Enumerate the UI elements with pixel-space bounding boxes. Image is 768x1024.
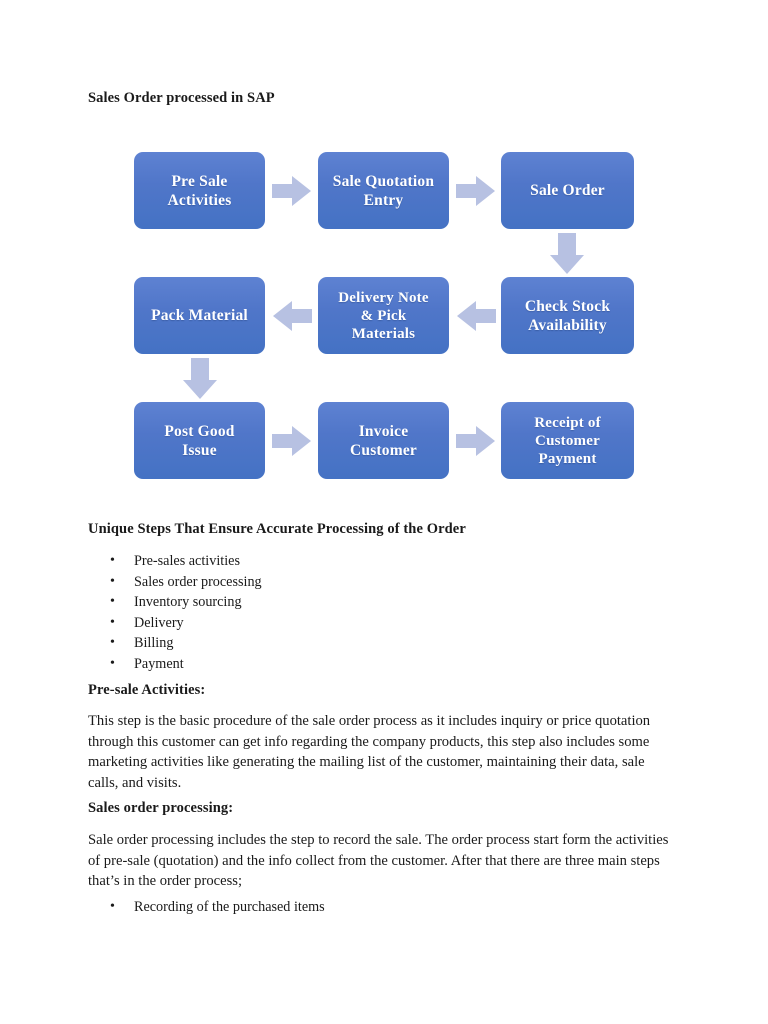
flow-node-invoice-customer[interactable]: Invoice Customer [318, 402, 449, 479]
flow-node-label: Sale Quotation Entry [332, 172, 435, 209]
flow-node-label: Delivery Note & Pick Materials [338, 289, 429, 342]
sales-order-processing-list-wrap: • Recording of the purchased items [88, 897, 674, 918]
flow-node-label: Invoice Customer [349, 422, 418, 459]
flow-node-pack-material[interactable]: Pack Material [134, 277, 265, 354]
list-item-label: Billing [134, 635, 174, 651]
pre-sale-activities-heading: Pre-sale Activities: [88, 682, 206, 698]
bullet-icon: • [110, 635, 115, 650]
arrow-left-check-stock-to-delivery-note [456, 300, 496, 332]
flow-node-label: Pack Material [151, 307, 248, 324]
sap-sales-order-flowchart: Pre Sale Activities Sale Quotation Entry… [134, 152, 634, 479]
arrow-right-post-good-issue-to-invoice [272, 425, 312, 457]
list-item-label: Inventory sourcing [134, 594, 242, 610]
page-title: Sales Order processed in SAP [88, 90, 275, 106]
arrow-left-delivery-note-to-pack-material [272, 300, 312, 332]
bullet-icon: • [110, 594, 115, 609]
sales-order-processing-paragraph-wrap: Sale order processing includes the step … [88, 830, 674, 892]
sales-order-processing-heading: Sales order processing: [88, 800, 234, 816]
flow-node-label: Receipt of Customer Payment [534, 414, 601, 467]
list-item: • Pre-sales activities [88, 551, 674, 572]
unique-steps-list: • Pre-sales activities • Sales order pro… [88, 551, 674, 674]
flow-node-label: Sale Order [530, 182, 605, 199]
unique-steps-section: Unique Steps That Ensure Accurate Proces… [88, 521, 674, 538]
list-item-label: Delivery [134, 614, 184, 631]
list-item-label: Recording of the purchased items [134, 899, 325, 915]
unique-steps-list-wrap: • Pre-sales activities • Sales order pro… [88, 551, 674, 674]
bullet-icon: • [110, 655, 115, 671]
list-item: • Delivery [88, 613, 674, 634]
flow-node-sale-quotation-entry[interactable]: Sale Quotation Entry [318, 152, 449, 229]
unique-steps-heading: Unique Steps That Ensure Accurate Proces… [88, 521, 466, 537]
arrow-right-quotation-to-sale-order [456, 175, 496, 207]
flow-node-check-stock-availability[interactable]: Check Stock Availability [501, 277, 634, 354]
arrow-right-pre-sale-to-quotation [272, 175, 312, 207]
flow-node-label: Pre Sale Activities [167, 172, 232, 209]
arrow-down-pack-material-to-post-good-issue [182, 358, 218, 400]
sales-order-processing-paragraph: Sale order processing includes the step … [88, 832, 669, 890]
pre-sale-activities-paragraph-wrap: This step is the basic procedure of the … [88, 711, 674, 793]
sales-order-processing-list: • Recording of the purchased items [88, 897, 674, 918]
list-item-label: Payment [134, 655, 184, 672]
flow-node-post-good-issue[interactable]: Post Good Issue [134, 402, 265, 479]
list-item: • Sales order processing [88, 572, 674, 593]
flow-node-receipt-of-customer-payment[interactable]: Receipt of Customer Payment [501, 402, 634, 479]
flow-node-sale-order[interactable]: Sale Order [501, 152, 634, 229]
bullet-icon: • [110, 614, 115, 630]
list-item-label: Pre-sales activities [134, 553, 240, 569]
list-item: • Recording of the purchased items [88, 897, 674, 918]
flow-node-pre-sale-activities[interactable]: Pre Sale Activities [134, 152, 265, 229]
flow-node-label: Post Good Issue [164, 422, 235, 459]
list-item: • Billing [88, 633, 674, 654]
bullet-icon: • [110, 573, 115, 589]
arrow-down-sale-order-to-check-stock [549, 233, 585, 275]
flow-node-delivery-note-pick-materials[interactable]: Delivery Note & Pick Materials [318, 277, 449, 354]
list-item: • Inventory sourcing [88, 592, 674, 613]
flow-node-label: Check Stock Availability [524, 297, 611, 334]
list-item-label: Sales order processing [134, 573, 262, 590]
pre-sale-activities-paragraph: This step is the basic procedure of the … [88, 713, 651, 791]
bullet-icon: • [110, 899, 115, 914]
arrow-right-invoice-to-receipt [456, 425, 496, 457]
bullet-icon: • [110, 553, 115, 568]
pre-sale-activities-section: Pre-sale Activities: [88, 682, 674, 699]
sales-order-processing-section: Sales order processing: [88, 800, 674, 817]
list-item: • Payment [88, 654, 674, 675]
